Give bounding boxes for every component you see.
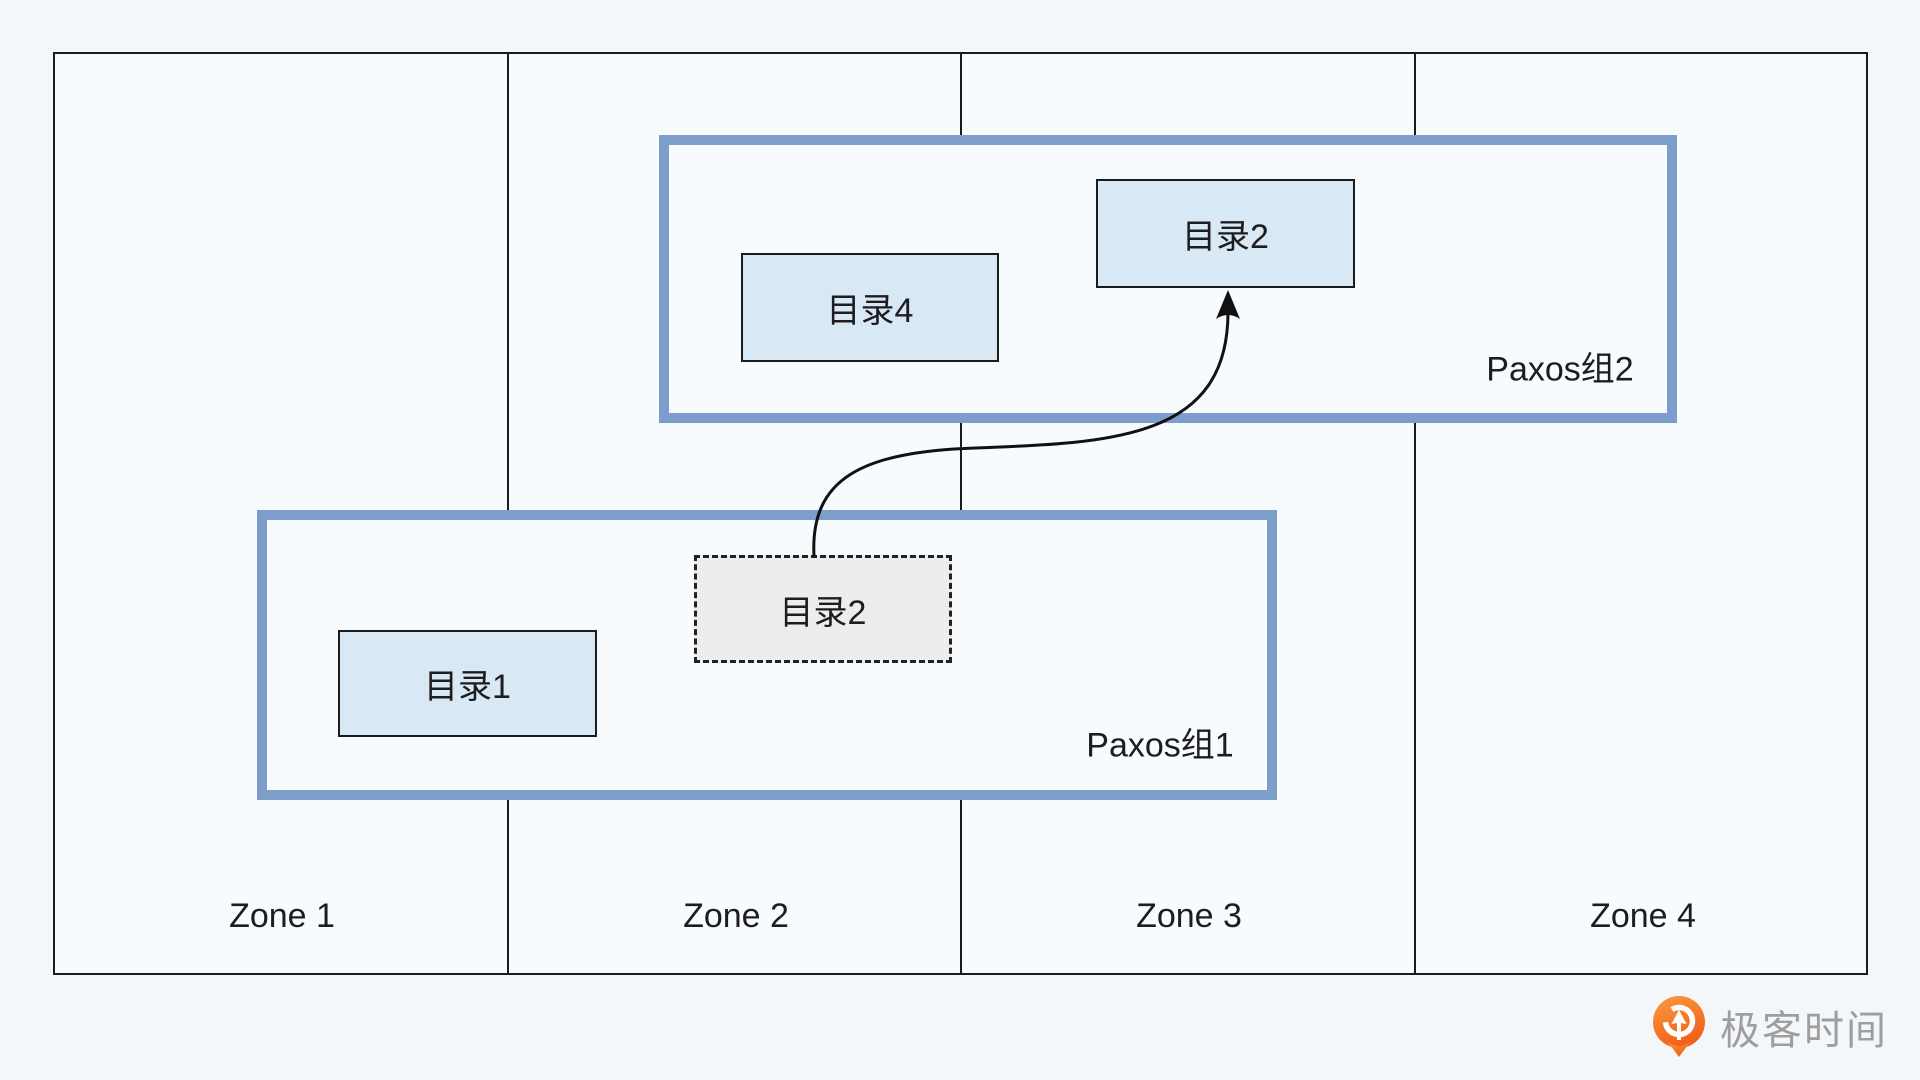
- dir-box-4: 目录4: [741, 253, 999, 362]
- dir-box-2-target: 目录2: [1096, 179, 1355, 288]
- dir-box-2-dashed-source: 目录2: [694, 555, 952, 663]
- zone-label-3: Zone 3: [1136, 897, 1242, 935]
- dir-box-1-label: 目录1: [424, 668, 511, 706]
- paxos-group-2-label: Paxos组2: [1486, 350, 1634, 389]
- paxos-group-2: 目录4 目录2 Paxos组2: [659, 135, 1677, 423]
- dir-box-4-label: 目录4: [826, 292, 914, 330]
- paxos-group-1-label: Paxos组1: [1086, 726, 1234, 765]
- zone-label-1: Zone 1: [229, 897, 335, 935]
- geektime-logo-text: 极客时间: [1720, 1009, 1888, 1053]
- dir-box-2-target-label: 目录2: [1182, 218, 1269, 256]
- dir-box-2-dashed-label: 目录2: [779, 593, 867, 632]
- geektime-logo: 极客时间: [1652, 996, 1888, 1058]
- zones-container: Zone 1 Zone 2 Zone 3 Zone 4 目录4 目录2 Paxo…: [53, 52, 1868, 975]
- geektime-pin-icon: [1653, 996, 1705, 1057]
- paxos-group-1: 目录1 目录2 Paxos组1: [257, 510, 1277, 800]
- zone-label-4: Zone 4: [1590, 897, 1696, 935]
- zone-divider: [1414, 54, 1416, 973]
- zone-label-2: Zone 2: [683, 897, 789, 935]
- dir-box-1: 目录1: [338, 630, 597, 737]
